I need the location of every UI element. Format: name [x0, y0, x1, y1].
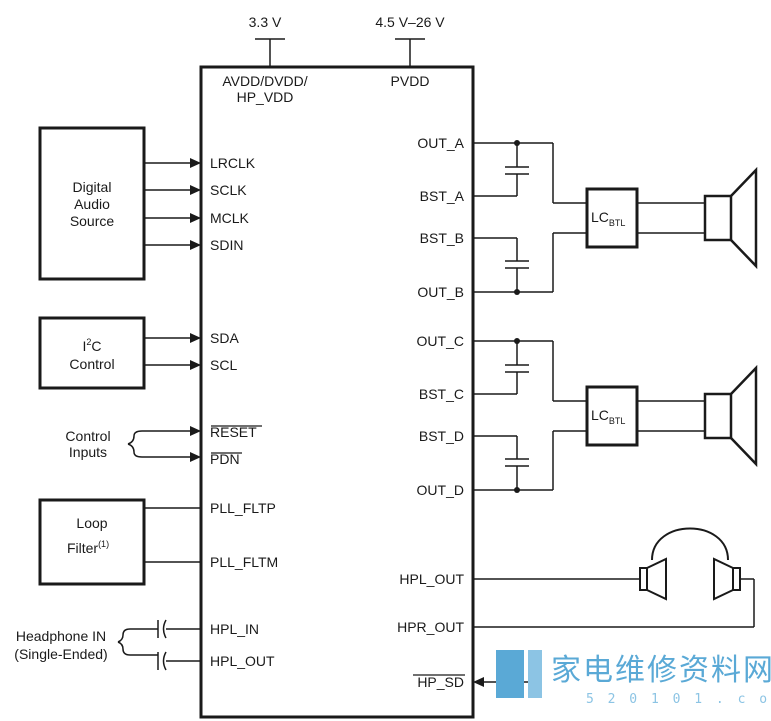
pin-reset: RESET — [210, 424, 257, 440]
headphone-in-line2: (Single-Ended) — [14, 646, 107, 662]
digital-source-line3: Source — [70, 213, 115, 229]
watermark-logo-icon — [496, 650, 524, 698]
pin-mclk: MCLK — [210, 210, 250, 226]
loop-filter-line1: Loop — [76, 515, 107, 531]
i2c-control-label: Control — [69, 356, 114, 372]
headphone-in-line1: Headphone IN — [16, 628, 106, 644]
pin-scl: SCL — [210, 357, 237, 373]
pin-bst-c: BST_C — [419, 386, 464, 402]
pin-pdn: PDN — [210, 451, 240, 467]
i2c-label: I2C — [82, 337, 101, 354]
hp-vdd-pin-label: HP_VDD — [237, 89, 294, 105]
control-inputs-line1: Control — [65, 428, 110, 444]
pin-hpl-out-left: HPL_OUT — [210, 653, 275, 669]
pin-bst-b: BST_B — [420, 230, 464, 246]
pin-pll-fltp: PLL_FLTP — [210, 500, 276, 516]
loop-filter-line2: Filter(1) — [67, 539, 109, 556]
pin-out-a: OUT_A — [417, 135, 464, 151]
supply-pvdd-range-label: 4.5 V–26 V — [375, 14, 445, 30]
pin-pll-fltm: PLL_FLTM — [210, 554, 278, 570]
pin-out-b: OUT_B — [417, 284, 464, 300]
pin-sdin: SDIN — [210, 237, 243, 253]
i2c-control-block — [38, 316, 146, 390]
watermark-url: 5 2 0 1 0 1 . c o m — [586, 692, 771, 707]
pin-hpl-out-right: HPL_OUT — [399, 571, 464, 587]
digital-audio-source-block — [38, 126, 146, 281]
control-inputs-line2: Inputs — [69, 444, 107, 460]
digital-source-line2: Audio — [74, 196, 110, 212]
loop-filter-block — [38, 498, 146, 586]
pin-sda: SDA — [210, 330, 239, 346]
supply-3v3-label: 3.3 V — [249, 14, 282, 30]
pin-sclk: SCLK — [210, 182, 247, 198]
lc-btl-label-cd: LCBTL — [591, 407, 625, 426]
watermark-cn-text: 家电维修资料网 — [551, 653, 771, 688]
pin-out-c: OUT_C — [417, 333, 464, 349]
lc-btl-label-ab: LCBTL — [591, 209, 625, 228]
avdd-pin-label: AVDD/DVDD/ — [222, 73, 307, 89]
pvdd-pin-label: PVDD — [391, 73, 430, 89]
pin-hp-sd: HP_SD — [417, 674, 464, 690]
chip-body — [199, 65, 475, 719]
pin-hpr-out: HPR_OUT — [397, 619, 464, 635]
pin-lrclk: LRCLK — [210, 155, 256, 171]
pin-out-d: OUT_D — [417, 482, 464, 498]
watermark: 家电维修资料网 5 2 0 1 0 1 . c o m — [496, 650, 771, 707]
pin-bst-a: BST_A — [420, 188, 465, 204]
digital-source-line1: Digital — [73, 179, 112, 195]
pin-bst-d: BST_D — [419, 428, 464, 444]
pin-hpl-in: HPL_IN — [210, 621, 259, 637]
